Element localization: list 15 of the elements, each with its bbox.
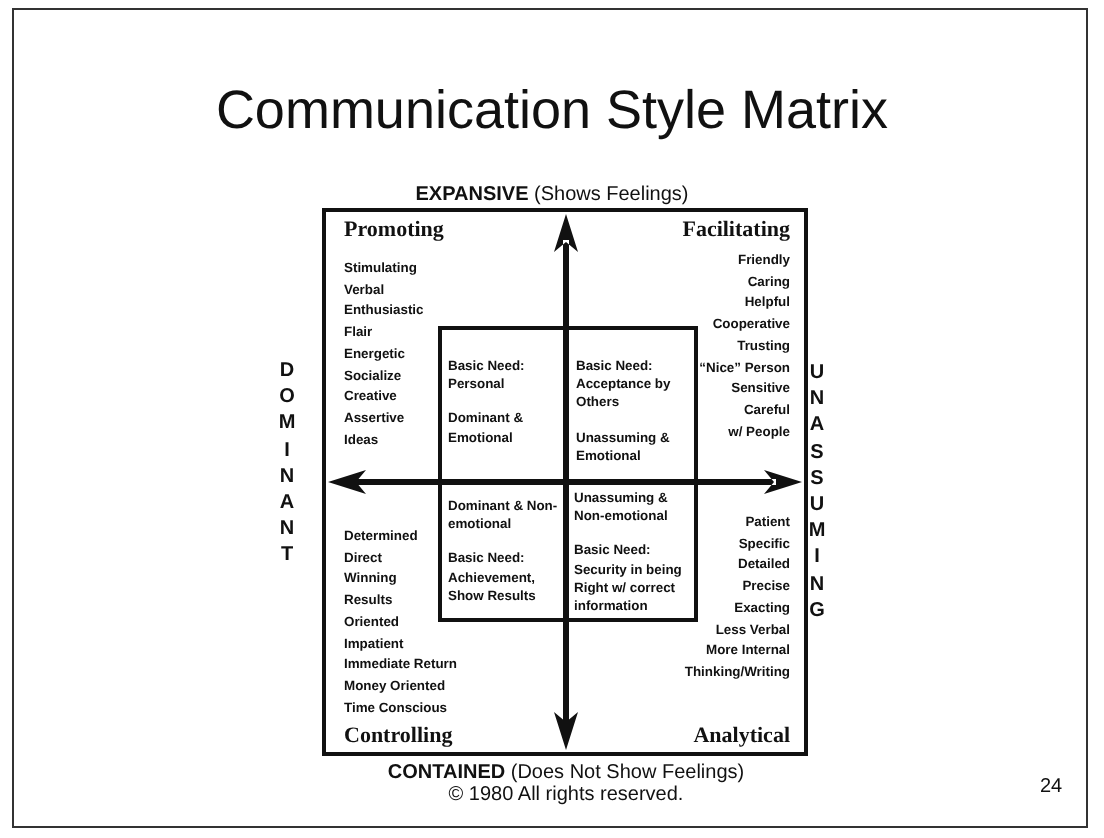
quadrant-title: Analytical	[693, 724, 790, 748]
slide-title: Communication Style Matrix	[213, 80, 891, 142]
axis-label: UNASSUMING	[808, 360, 826, 625]
need-panel	[566, 326, 698, 482]
axis-label: CONTAINED (Does Not Show Feelings)	[385, 762, 747, 784]
quadrant-title: Controlling	[344, 724, 453, 748]
copyright-text: © 1980 All rights reserved.	[446, 784, 686, 806]
need-panel	[438, 326, 566, 482]
quadrant-title: Promoting	[344, 218, 444, 242]
need-panel	[566, 482, 698, 622]
need-panel	[438, 482, 566, 622]
quadrant-title: Facilitating	[682, 218, 790, 242]
axis-label: EXPANSIVE (Shows Feelings)	[413, 184, 691, 206]
page-number: 24	[1040, 776, 1063, 798]
axis-label: DOMINANT	[278, 358, 296, 570]
